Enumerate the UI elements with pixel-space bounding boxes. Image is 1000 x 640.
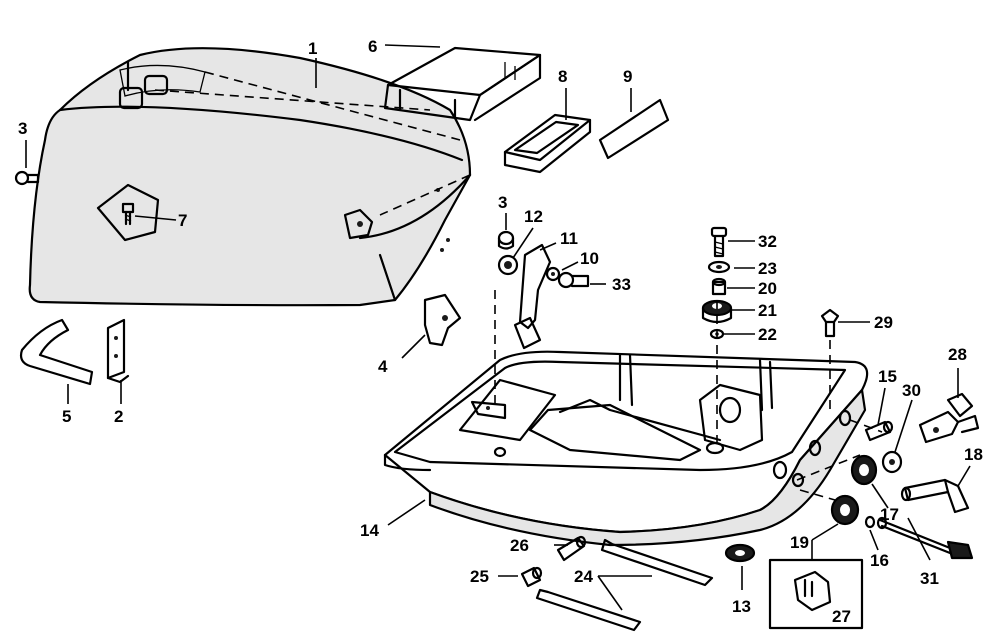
leader-lines — [25, 44, 971, 611]
callout-3-right: 3 — [498, 193, 507, 212]
callout-4: 4 — [378, 357, 388, 376]
callout-21: 21 — [758, 301, 777, 320]
callout-19: 19 — [790, 533, 809, 552]
callout-3-left: 3 — [18, 119, 27, 138]
callout-5: 5 — [62, 407, 71, 426]
plug-part-25 — [520, 566, 543, 588]
callout-30: 30 — [902, 381, 921, 400]
strip-part-24-upper — [600, 538, 714, 587]
callout-16: 16 — [870, 551, 889, 570]
bolt-part-32 — [710, 226, 728, 258]
callout-32: 32 — [758, 232, 777, 251]
screw-part-33 — [557, 271, 590, 289]
lower-pan-part-14 — [383, 290, 883, 547]
latch-part-4 — [423, 293, 462, 347]
handle-part-5 — [19, 318, 94, 386]
callout-14: 14 — [360, 521, 379, 540]
washer-part-10 — [545, 266, 561, 282]
callout-1: 1 — [308, 39, 317, 58]
grommet-part-12 — [497, 254, 519, 276]
callout-23: 23 — [758, 259, 777, 278]
bracket-part-2 — [106, 318, 130, 384]
callout-15: 15 — [878, 367, 897, 386]
callout-22: 22 — [758, 325, 777, 344]
callout-12: 12 — [524, 207, 543, 226]
connector-part-28 — [918, 392, 980, 444]
sleeve-part-20 — [711, 277, 727, 296]
callout-25: 25 — [470, 567, 489, 586]
callout-24: 24 — [574, 567, 593, 586]
callout-8: 8 — [558, 67, 567, 86]
screw-part-3-left — [14, 170, 40, 186]
lever-part-11 — [513, 243, 552, 350]
grommet-part-17 — [850, 454, 878, 486]
callout-20: 20 — [758, 279, 777, 298]
decal-part-9 — [598, 98, 670, 160]
screw-part-7 — [121, 202, 135, 226]
strip-part-24-lower — [535, 588, 642, 632]
callout-9: 9 — [623, 67, 632, 86]
callout-13: 13 — [732, 597, 751, 616]
callout-31: 31 — [920, 569, 939, 588]
callout-11: 11 — [560, 229, 578, 248]
callout-10: 10 — [580, 249, 599, 268]
callout-2: 2 — [114, 407, 123, 426]
gasket-part-8 — [503, 113, 592, 174]
rear-cover-part-6 — [383, 46, 542, 122]
washer-part-30 — [881, 450, 903, 474]
washer-part-16 — [864, 515, 876, 529]
tube-part-26 — [556, 535, 587, 562]
callout-26: 26 — [510, 536, 529, 555]
callout-7: 7 — [178, 211, 187, 230]
callout-28: 28 — [948, 345, 967, 364]
callout-27: 27 — [832, 607, 851, 626]
top-cowl-part — [28, 47, 472, 307]
callout-labels: 1 6 8 9 3 7 3 12 11 10 33 4 5 2 32 23 20… — [18, 37, 983, 626]
rod-part-31 — [876, 516, 974, 560]
grommet-part-19 — [830, 494, 860, 526]
shift-handle-part-18 — [900, 478, 970, 514]
callout-29: 29 — [874, 313, 893, 332]
washer-part-23 — [707, 260, 731, 274]
callout-17: 17 — [880, 505, 899, 524]
screw-part-29 — [820, 308, 840, 338]
callout-6: 6 — [368, 37, 377, 56]
callout-33: 33 — [612, 275, 631, 294]
grommet-part-13 — [724, 543, 756, 563]
callout-18: 18 — [964, 445, 983, 464]
grommet-part-3-right — [497, 230, 515, 250]
clip-part-27-box — [768, 558, 864, 630]
